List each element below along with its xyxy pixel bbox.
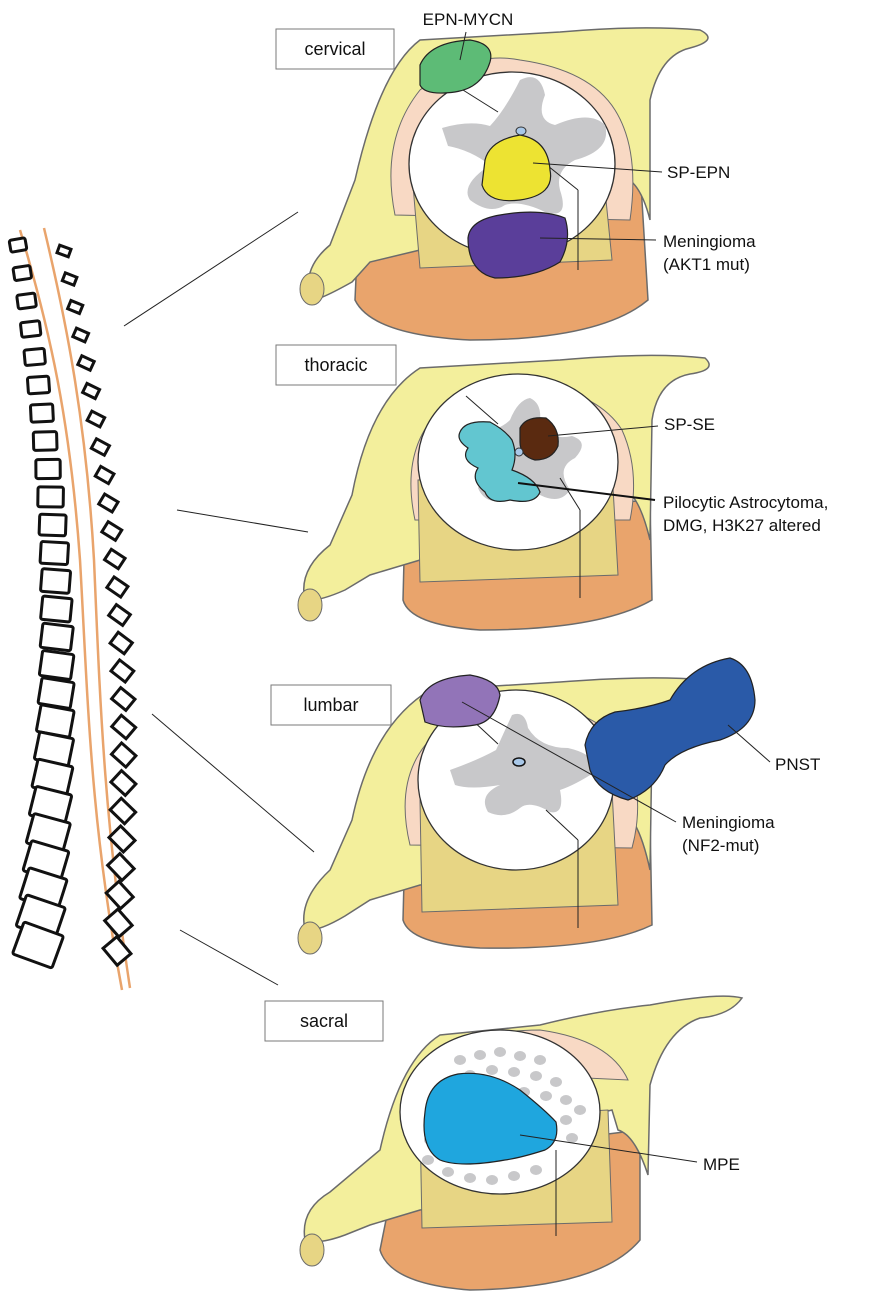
cervical-section: cervical EPN-MYCN SP-EPN Meningioma (AKT… [276, 10, 756, 340]
nerve-root-dot [534, 1055, 546, 1065]
spinous-process [108, 854, 135, 881]
pnst-label: PNST [775, 755, 820, 774]
spinous-process [87, 411, 105, 427]
spinous-process [111, 743, 135, 767]
spinous-process [109, 605, 131, 626]
epn-mycn-label: EPN-MYCN [423, 10, 514, 29]
vertebra-body [24, 348, 46, 365]
vertebra-body [20, 321, 41, 338]
thoracic-central-canal [515, 448, 523, 456]
vertebra-body [36, 459, 60, 478]
sp-epn-label: SP-EPN [667, 163, 730, 182]
vertebra-body [40, 541, 69, 564]
spinous-process [107, 577, 128, 597]
sacral-section: sacral MPE [265, 996, 742, 1290]
nerve-root-dot [464, 1173, 476, 1183]
vertebra-body [17, 293, 37, 309]
spinous-process [102, 522, 122, 541]
nerve-root-dot [474, 1050, 486, 1060]
spinous-process [106, 881, 133, 908]
vertebra-body [9, 238, 27, 253]
vertebra-body [38, 487, 64, 507]
sacral-label: sacral [300, 1011, 348, 1031]
pnst-leader [728, 725, 770, 762]
sacral-connector-line [180, 930, 278, 985]
vertebra-body [39, 650, 74, 679]
spinous-process [95, 466, 114, 483]
spinous-process [110, 632, 132, 653]
vertebra-body [39, 514, 66, 536]
spinous-process [110, 798, 136, 823]
nerve-root-dot [574, 1105, 586, 1115]
vertebra-body [30, 404, 53, 422]
thoracic-facet [298, 589, 322, 621]
cervical-connector-line [124, 212, 298, 326]
spinous-process [68, 300, 83, 313]
nerve-root-dot [508, 1171, 520, 1181]
vertebra-body [40, 569, 70, 594]
meningioma-nf2-label-line2: (NF2-mut) [682, 836, 759, 855]
nerve-root-dot [494, 1047, 506, 1057]
nerve-root-dot [508, 1067, 520, 1077]
spinous-process [99, 494, 118, 512]
nerve-root-dot [540, 1091, 552, 1101]
vertebra-body [33, 432, 57, 451]
lumbar-connector-line [152, 714, 314, 852]
spinous-process [111, 660, 134, 682]
meningioma-akt1-label-line1: Meningioma [663, 232, 756, 251]
mpe-label: MPE [703, 1155, 740, 1174]
vertebra-body [41, 596, 73, 622]
spinous-process [112, 688, 135, 711]
sp-se-label: SP-SE [664, 415, 715, 434]
spinous-process [78, 356, 94, 370]
spinous-process [83, 383, 100, 398]
sacral-facet [300, 1234, 324, 1266]
spinous-process [62, 273, 77, 285]
lumbar-central-canal [513, 758, 525, 766]
spinous-process [112, 715, 136, 738]
nerve-root-dot [530, 1165, 542, 1175]
nerve-root-dot [442, 1167, 454, 1177]
nerve-root-dot [550, 1077, 562, 1087]
cervical-label: cervical [304, 39, 365, 59]
lumbar-section: lumbar PNST Meningioma (NF2-mut) [271, 658, 820, 954]
nerve-root-dot [486, 1065, 498, 1075]
vertebra-body [27, 376, 49, 394]
spine-column [9, 228, 136, 990]
lumbar-label: lumbar [303, 695, 358, 715]
vertebra-body [40, 623, 73, 651]
nerve-root-dot [486, 1175, 498, 1185]
thoracic-label: thoracic [304, 355, 367, 375]
lumbar-facet [298, 922, 322, 954]
spinous-process [111, 771, 136, 796]
spinous-process [73, 328, 89, 342]
spinous-process [105, 549, 126, 568]
vertebra-body [13, 265, 32, 280]
spinous-process [57, 245, 71, 257]
nerve-root-dot [560, 1095, 572, 1105]
pilocytic-label-line2: DMG, H3K27 altered [663, 516, 821, 535]
cervical-facet [300, 273, 324, 305]
spinous-process [91, 439, 109, 456]
nerve-root-dot [422, 1155, 434, 1165]
pilocytic-label-line1: Pilocytic Astrocytoma, [663, 493, 828, 512]
nerve-root-dot [454, 1055, 466, 1065]
thoracic-section: thoracic SP-SE Pilocytic Astrocytoma, DM… [276, 345, 828, 630]
thoracic-connector-line [177, 510, 308, 532]
sp-se-tumor [520, 418, 558, 460]
meningioma-akt1-label-line2: (AKT1 mut) [663, 255, 750, 274]
meningioma-nf2-tumor [420, 675, 500, 727]
nerve-root-dot [560, 1115, 572, 1125]
nerve-root-dot [566, 1133, 578, 1143]
nerve-root-dot [514, 1051, 526, 1061]
central-canal [516, 127, 526, 135]
meningioma-nf2-label-line1: Meningioma [682, 813, 775, 832]
nerve-root-dot [530, 1071, 542, 1081]
